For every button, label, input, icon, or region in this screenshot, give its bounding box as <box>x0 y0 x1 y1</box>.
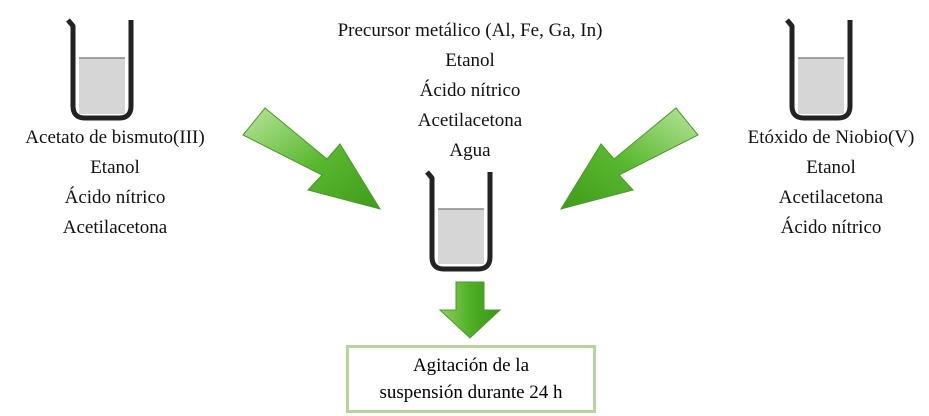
center-beaker-icon <box>425 170 493 272</box>
left-ingredient-2: Etanol <box>90 157 140 178</box>
right-ingredient-3: Acetilacetona <box>778 187 884 208</box>
right-arrow-icon <box>559 107 699 210</box>
down-arrow-icon <box>438 281 502 339</box>
left-ingredient-1: Acetato de bismuto(III) <box>25 127 205 148</box>
left-arrow-icon <box>242 107 382 210</box>
left-ingredient-list: Acetato de bismuto(III) Etanol Ácido nít… <box>0 123 230 243</box>
center-ingredient-2: Etanol <box>445 50 495 71</box>
left-ingredient-3: Ácido nítrico <box>64 187 166 208</box>
center-ingredient-list: Precursor metálico (Al, Fe, Ga, In) Etan… <box>300 16 640 166</box>
left-beaker-icon <box>66 18 134 121</box>
center-ingredient-1: Precursor metálico (Al, Fe, Ga, In) <box>337 20 603 41</box>
right-ingredient-4: Ácido nítrico <box>780 217 882 238</box>
center-ingredient-4: Acetilacetona <box>417 110 523 131</box>
right-ingredient-list: Etóxido de Niobio(V) Etanol Acetilaceton… <box>720 123 929 243</box>
result-box: Agitación de la suspensión durante 24 h <box>346 345 596 413</box>
center-ingredient-3: Ácido nítrico <box>419 80 521 101</box>
center-ingredient-5: Agua <box>449 140 491 161</box>
result-line-2: suspensión durante 24 h <box>379 382 563 403</box>
left-ingredient-4: Acetilacetona <box>62 217 168 238</box>
result-line-1: Agitación de la <box>412 355 530 376</box>
right-ingredient-2: Etanol <box>806 157 856 178</box>
right-ingredient-1: Etóxido de Niobio(V) <box>747 127 915 148</box>
right-beaker-icon <box>785 18 853 121</box>
